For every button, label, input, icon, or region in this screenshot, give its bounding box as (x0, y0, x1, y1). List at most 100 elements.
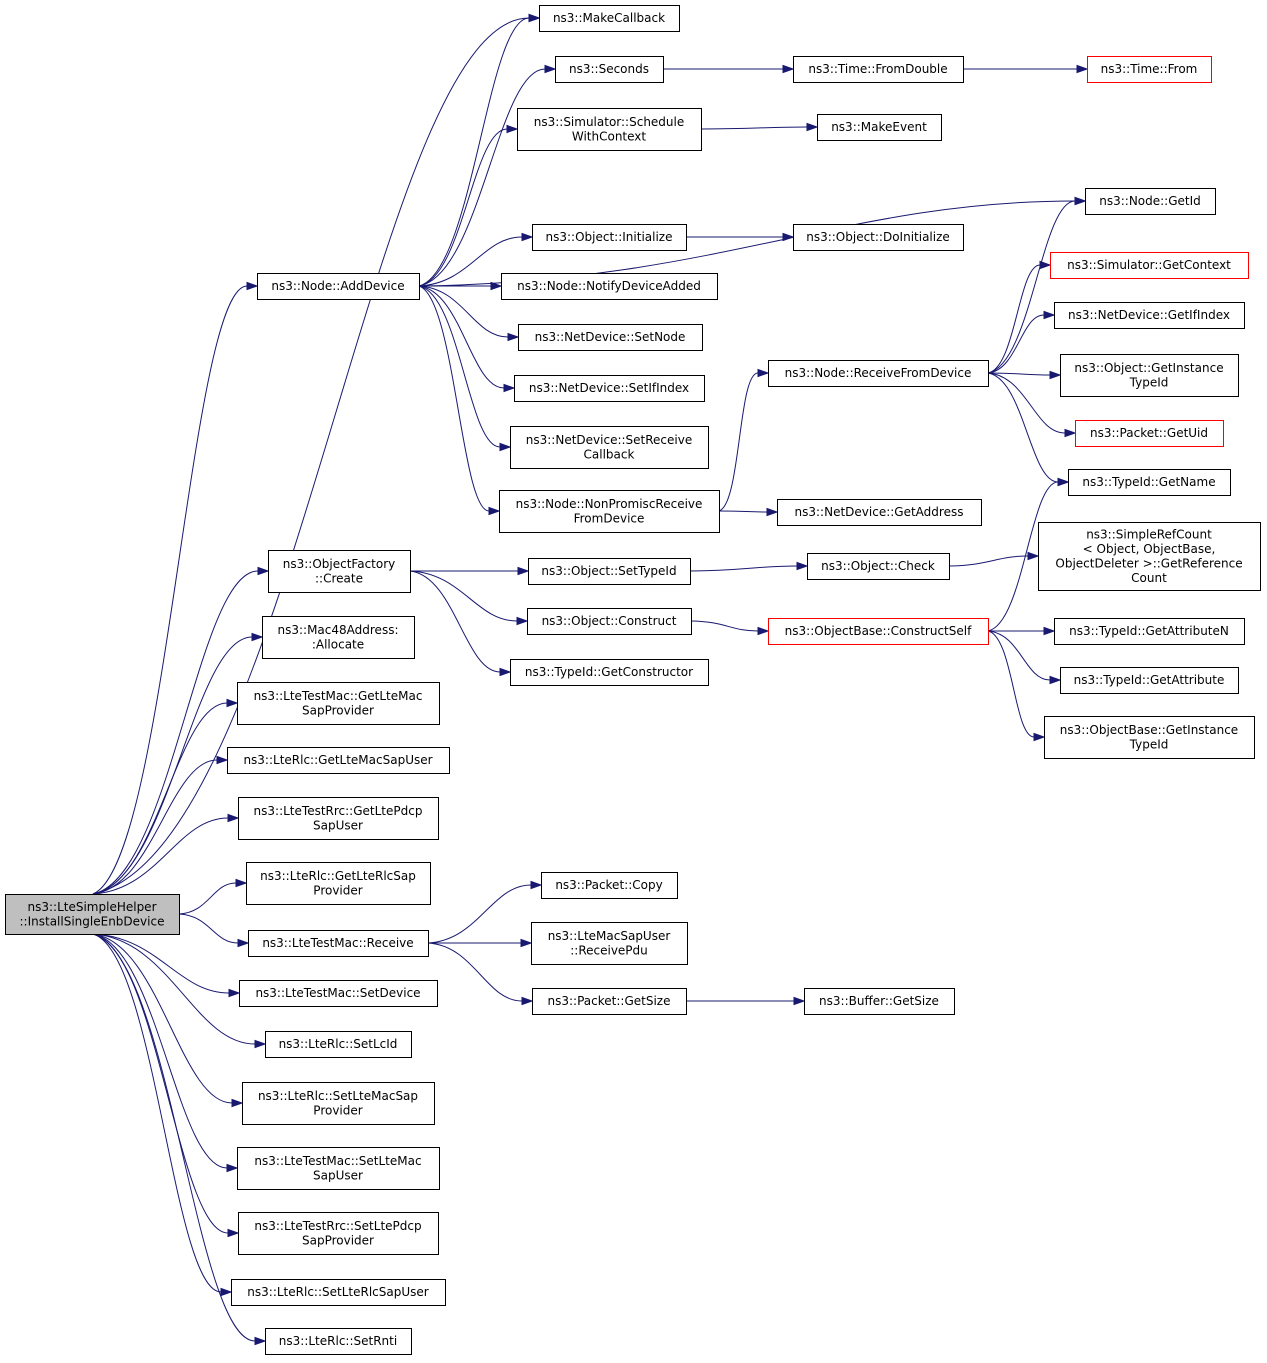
node-label: ns3::NetDevice::SetReceive (526, 433, 692, 447)
node-getltemacsapuser[interactable]: ns3::LteRlc::GetLteMacSapUser (227, 747, 450, 774)
node-notify[interactable]: ns3::Node::NotifyDeviceAdded (501, 273, 718, 300)
node-receivepdu[interactable]: ns3::LteMacSapUser::ReceivePdu (531, 922, 688, 965)
node-box (514, 375, 705, 402)
arrowhead-icon (254, 1039, 267, 1049)
arrowhead-icon (1027, 551, 1040, 561)
node-getconstructor[interactable]: ns3::TypeId::GetConstructor (510, 659, 709, 686)
node-seconds[interactable]: ns3::Seconds (555, 56, 664, 83)
node-settypeid[interactable]: ns3::Object::SetTypeId (528, 558, 691, 585)
node-fromdouble[interactable]: ns3::Time::FromDouble (793, 56, 964, 83)
node-constructself[interactable]: ns3::ObjectBase::ConstructSelf (768, 618, 989, 645)
node-objdoinit[interactable]: ns3::Object::DoInitialize (793, 224, 964, 251)
node-label: ns3::Simulator::GetContext (1067, 258, 1231, 272)
edge-root-to-setlterlcsapuser (92, 933, 233, 1297)
node-typeidgetname[interactable]: ns3::TypeId::GetName (1068, 469, 1231, 496)
node-getifindex[interactable]: ns3::NetDevice::GetIfIndex (1054, 302, 1245, 329)
node-box (777, 499, 982, 526)
node-ltetestmacreceive[interactable]: ns3::LteTestMac::Receive (248, 930, 429, 957)
node-objinit[interactable]: ns3::Object::Initialize (532, 224, 687, 251)
node-objconstruct[interactable]: ns3::Object::Construct (527, 608, 692, 635)
node-label: ns3::Simulator::Schedule (534, 115, 685, 129)
node-setlcid[interactable]: ns3::LteRlc::SetLcId (265, 1031, 412, 1058)
node-factorycreate[interactable]: ns3::ObjectFactory::Create (268, 550, 411, 593)
node-label: FromDevice (574, 511, 645, 525)
node-box (517, 108, 702, 151)
edge-factorycreate-to-settypeid (409, 566, 530, 576)
node-box (268, 550, 411, 593)
node-getcontext[interactable]: ns3::Simulator::GetContext (1050, 252, 1249, 279)
arrowhead-icon (517, 566, 530, 576)
edge-settypeid-to-objcheck (689, 561, 809, 572)
node-setrnti[interactable]: ns3::LteRlc::SetRnti (265, 1328, 412, 1355)
node-setdevice[interactable]: ns3::LteTestMac::SetDevice (239, 980, 438, 1007)
node-label: ns3::TypeId::GetAttribute (1074, 673, 1225, 687)
node-label: ns3::Packet::Copy (555, 878, 662, 892)
node-label: Provider (313, 883, 362, 897)
edge-line (418, 285, 505, 389)
node-getattr[interactable]: ns3::TypeId::GetAttribute (1060, 667, 1239, 694)
edge-line (427, 942, 523, 1002)
node-recvfrom[interactable]: ns3::Node::ReceiveFromDevice (768, 360, 989, 387)
node-makecallback[interactable]: ns3::MakeCallback (539, 5, 680, 32)
edge-line (92, 759, 218, 895)
arrowhead-icon (757, 368, 770, 378)
node-label: ns3::Mac48Address: (278, 623, 399, 637)
edge-fromdouble-to-timefrom (963, 64, 1089, 74)
node-box (531, 922, 688, 965)
node-getattrn[interactable]: ns3::TypeId::GetAttributeN (1054, 618, 1245, 645)
node-setlterlcsapuser[interactable]: ns3::LteRlc::SetLteRlcSapUser (231, 1279, 446, 1306)
node-nodegetid[interactable]: ns3::Node::GetId (1085, 188, 1216, 215)
node-label: ns3::NetDevice::SetIfIndex (529, 381, 689, 395)
node-pktcopy[interactable]: ns3::Packet::Copy (541, 872, 678, 899)
node-label: ::ReceivePdu (570, 943, 648, 957)
node-makeevent[interactable]: ns3::MakeEvent (817, 114, 942, 141)
arrowhead-icon (499, 667, 512, 677)
arrowhead-icon (757, 626, 770, 636)
node-adddevice[interactable]: ns3::Node::AddDevice (257, 273, 420, 300)
node-box (1054, 618, 1245, 645)
node-box (555, 56, 664, 83)
edge-line (948, 555, 1029, 567)
node-label: ns3::LteTestRrc::SetLtePdcp (254, 1219, 421, 1233)
node-box (804, 988, 955, 1015)
node-netgetaddr[interactable]: ns3::NetDevice::GetAddress (777, 499, 982, 526)
edge-line (178, 913, 239, 944)
node-label: ns3::NetDevice::GetIfIndex (1068, 308, 1230, 322)
node-pktgetuid[interactable]: ns3::Packet::GetUid (1075, 420, 1224, 447)
node-pktgetsize[interactable]: ns3::Packet::GetSize (532, 988, 687, 1015)
edge-root-to-getltemacsapuser (92, 755, 229, 895)
node-label: ns3::LteMacSapUser (548, 929, 671, 943)
arrowhead-icon (1076, 64, 1089, 74)
arrowhead-icon (499, 442, 512, 452)
arrowhead-icon (1064, 428, 1077, 438)
node-timefrom[interactable]: ns3::Time::From (1087, 56, 1212, 83)
node-label: ns3::Node::NotifyDeviceAdded (517, 279, 701, 293)
edge-constructself-to-typeidgetname (987, 477, 1070, 632)
edge-adddevice-to-seconds (418, 64, 557, 287)
node-label: ns3::Seconds (569, 62, 649, 76)
node-setifindex[interactable]: ns3::NetDevice::SetIfIndex (514, 375, 705, 402)
node-root[interactable]: ns3::LteSimpleHelper::InstallSingleEnbDe… (5, 894, 180, 935)
node-objcheck[interactable]: ns3::Object::Check (807, 553, 950, 580)
node-mac48alloc[interactable]: ns3::Mac48Address::Allocate (262, 616, 415, 659)
edge-line (92, 285, 248, 895)
node-label: TypeId (1129, 737, 1169, 751)
node-simplerefcount[interactable]: ns3::SimpleRefCount< Object, ObjectBase,… (1038, 522, 1261, 591)
node-bufgetsize[interactable]: ns3::Buffer::GetSize (804, 988, 955, 1015)
edge-adddevice-to-nonpromisc (418, 285, 501, 516)
node-box (1060, 667, 1239, 694)
node-setnode[interactable]: ns3::NetDevice::SetNode (518, 324, 703, 351)
node-box (1075, 420, 1224, 447)
edge-ltetestmacreceive-to-receivepdu (427, 938, 533, 948)
